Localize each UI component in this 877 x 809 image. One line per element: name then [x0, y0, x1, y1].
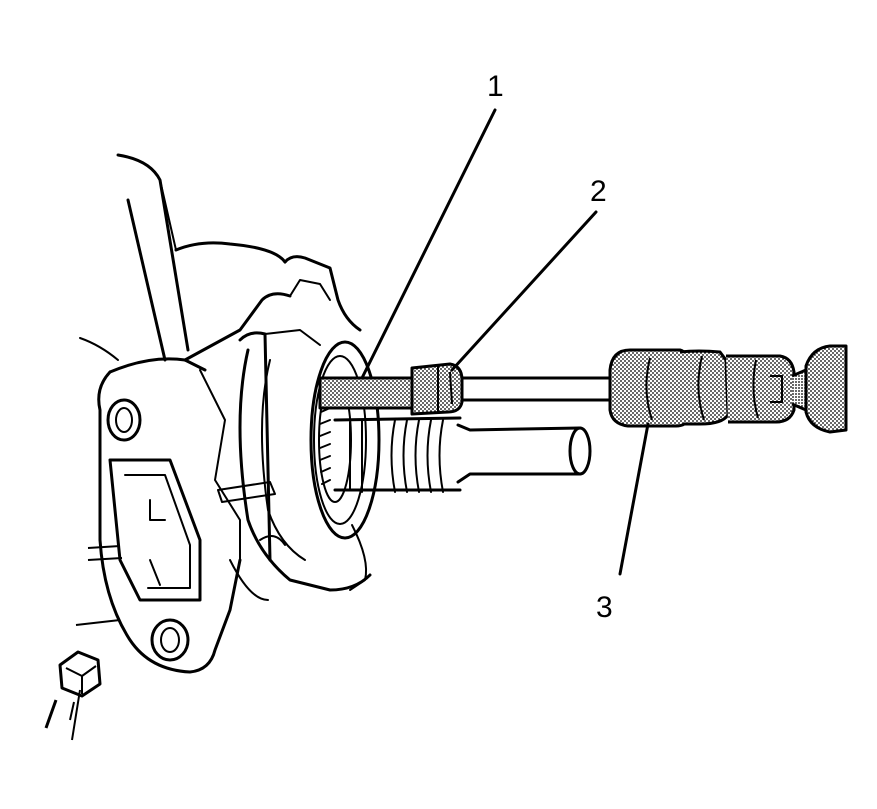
knuckle-upper-arm [116, 153, 287, 362]
leader-line-2 [450, 210, 598, 372]
slide-hammer [608, 344, 848, 434]
hub-flange [217, 255, 372, 592]
leader-line-1 [360, 108, 497, 380]
axle-shaft [333, 416, 592, 493]
leader-line-3 [618, 422, 650, 576]
callout-label-1: 1 [487, 70, 504, 103]
callout-label-2: 2 [590, 175, 607, 208]
puller-bar [318, 376, 612, 410]
bearing-seal [309, 340, 381, 540]
knuckle-body [79, 292, 292, 674]
leader-lines [360, 108, 650, 576]
lower-bolt [44, 545, 123, 741]
adapter-nut [410, 362, 464, 416]
callout-label-3: 3 [596, 591, 613, 624]
